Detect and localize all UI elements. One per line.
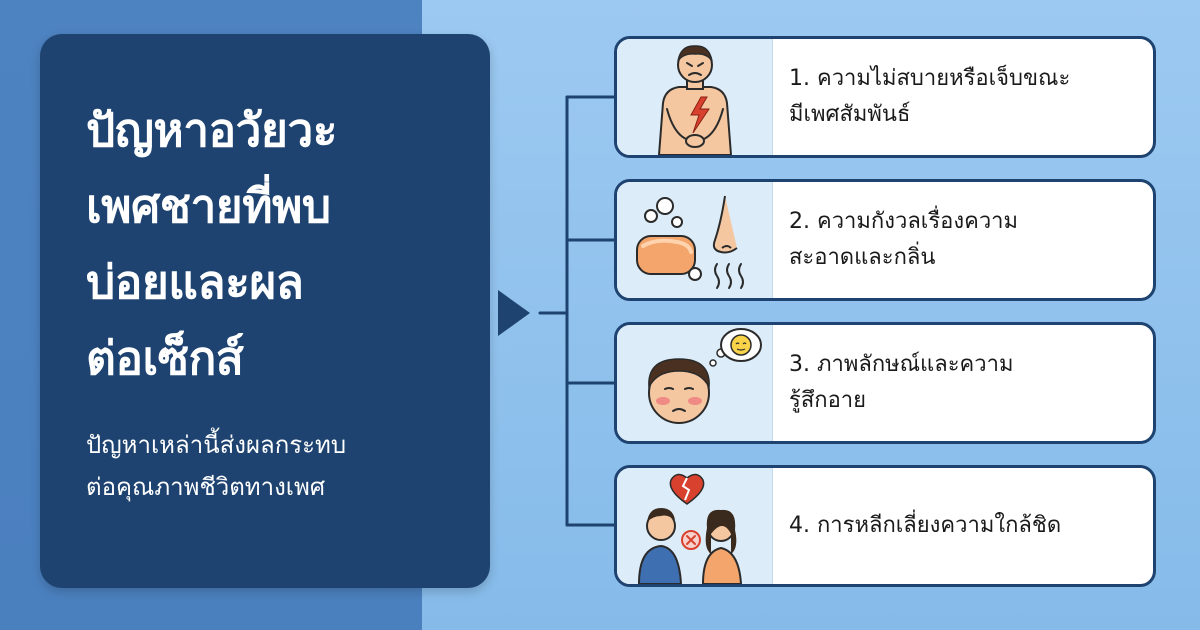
card-text-line: 3. ภาพลักษณ์และความ: [789, 352, 1014, 377]
card-text-line: รู้สึกอาย: [789, 388, 867, 413]
card-text-line: 1. ความไม่สบายหรือเจ็บขณะ: [789, 66, 1071, 91]
title-card: [40, 34, 490, 588]
card-label: 4. การหลีกเลี่ยงความใกล้ชิด: [789, 468, 1139, 584]
man-in-pain-icon: [657, 45, 733, 155]
title-line: บ่อยและผล: [86, 255, 304, 309]
title-line: ต่อเซ็กส์: [86, 331, 244, 385]
soap-and-nose-icon: [636, 195, 744, 289]
title-line: เพศชายที่พบ: [86, 179, 331, 233]
problem-card-2: 2. ความกังวลเรื่องความ สะอาดและกลิ่น: [614, 179, 1156, 301]
embarrassed-face-icon: [648, 328, 762, 424]
icon-panel: [617, 468, 773, 584]
subtitle-line: ปัญหาเหล่านี้ส่งผลกระทบ: [86, 431, 347, 459]
card-text-line: มีเพศสัมพันธ์: [789, 102, 911, 127]
card-label: 2. ความกังวลเรื่องความ สะอาดและกลิ่น: [789, 182, 1139, 298]
problem-card-4: 4. การหลีกเลี่ยงความใกล้ชิด: [614, 465, 1156, 587]
icon-panel: [617, 39, 773, 155]
card-label: 1. ความไม่สบายหรือเจ็บขณะ มีเพศสัมพันธ์: [789, 39, 1139, 155]
page-title: ปัญหาอวัยวะ เพศชายที่พบ บ่อยและผล ต่อเซ็…: [86, 92, 456, 396]
card-text-line: สะอาดและกลิ่น: [789, 245, 936, 270]
problem-card-1: 1. ความไม่สบายหรือเจ็บขณะ มีเพศสัมพันธ์: [614, 36, 1156, 158]
broken-heart-couple-icon: [637, 473, 743, 584]
card-text-line: 2. ความกังวลเรื่องความ: [789, 209, 1019, 234]
subtitle-line: ต่อคุณภาพชีวิตทางเพศ: [86, 473, 326, 501]
icon-panel: [617, 182, 773, 298]
problem-card-3: 3. ภาพลักษณ์และความ รู้สึกอาย: [614, 322, 1156, 444]
card-label: 3. ภาพลักษณ์และความ รู้สึกอาย: [789, 325, 1139, 441]
icon-panel: [617, 325, 773, 441]
arrow-right-icon: [498, 290, 530, 336]
card-text-line: 4. การหลีกเลี่ยงความใกล้ชิด: [789, 513, 1062, 538]
subtitle: ปัญหาเหล่านี้ส่งผลกระทบ ต่อคุณภาพชีวิตทา…: [86, 424, 466, 508]
title-line: ปัญหาอวัยวะ: [86, 103, 338, 157]
